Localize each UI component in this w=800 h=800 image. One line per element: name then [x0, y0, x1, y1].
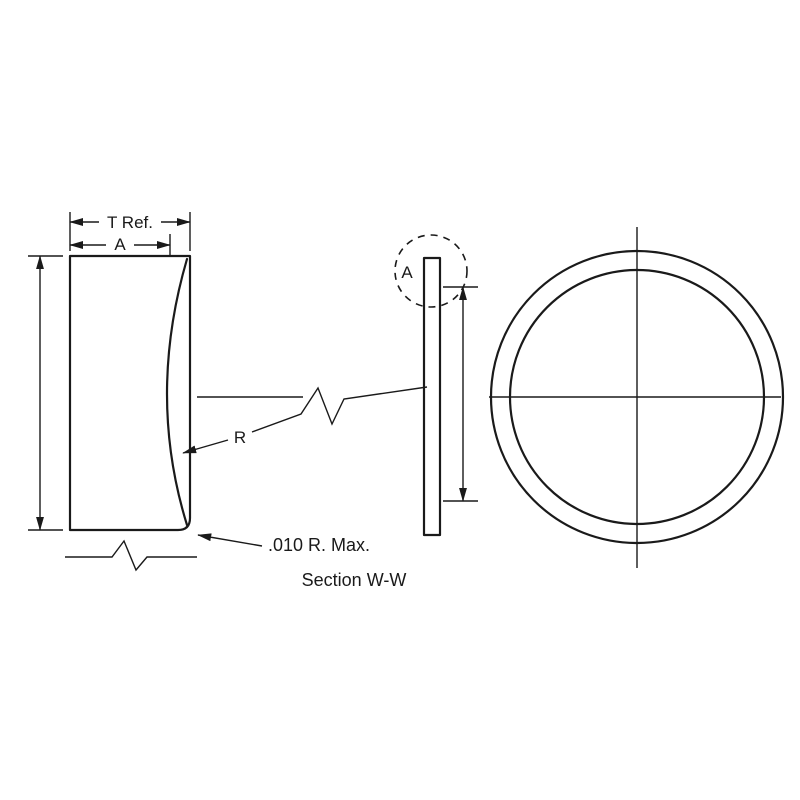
dimension-height: [28, 255, 63, 531]
dimension-inner-diameter: [443, 286, 478, 502]
leader-line: [197, 533, 263, 547]
label-r: R: [234, 428, 246, 447]
corner-radius-note: .010 R. Max.: [197, 533, 370, 555]
break-line-bottom: [65, 539, 197, 572]
lens-surface-arc: [165, 257, 189, 527]
detail-callout-circle: [394, 234, 468, 308]
section-title: Section W-W: [302, 570, 407, 590]
edge-rect: [422, 256, 442, 537]
leader-arrow-segment: [182, 439, 229, 454]
label-detail-a: A: [401, 263, 413, 282]
label-a: A: [114, 235, 126, 254]
radius-leader: R: [182, 386, 428, 454]
leader-break-segment: [251, 386, 428, 433]
section-view: T Ref. A .010 R. Max. Section W-W: [28, 212, 406, 590]
front-view: [489, 227, 785, 568]
label-t-ref: T Ref.: [107, 213, 153, 232]
edge-view: A: [394, 234, 478, 537]
dimension-a: A: [69, 234, 171, 256]
label-corner-radius: .010 R. Max.: [268, 535, 370, 555]
section-outline: [68, 254, 192, 532]
